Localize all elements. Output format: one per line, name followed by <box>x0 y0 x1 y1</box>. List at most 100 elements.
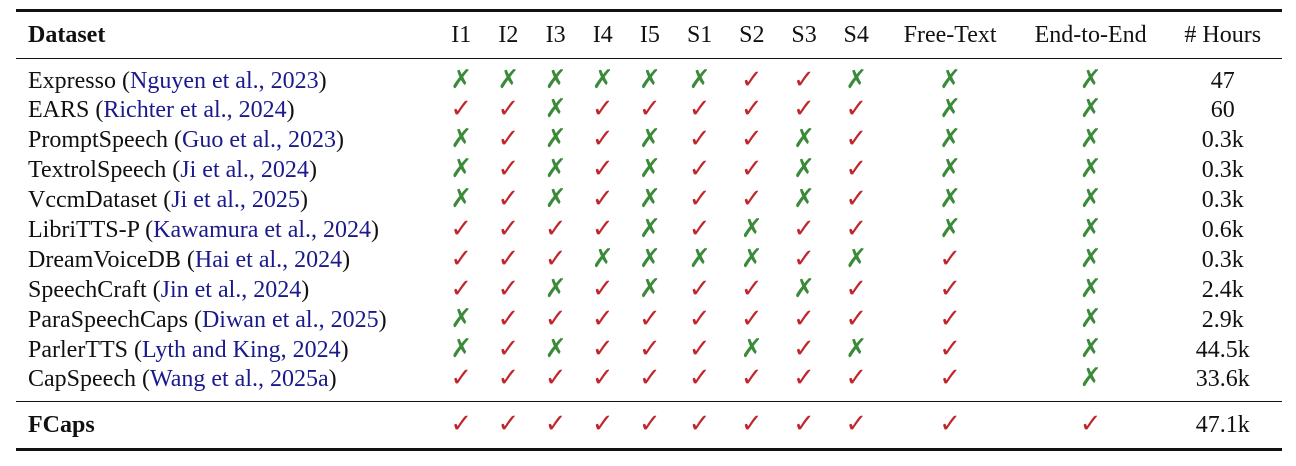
flag-cell: ✓ <box>882 335 1018 365</box>
check-mark-icon: ✓ <box>591 334 614 363</box>
flag-cell: ✓ <box>438 402 485 450</box>
check-mark-icon: ✓ <box>845 409 868 438</box>
flag-cell: ✓ <box>726 155 778 185</box>
check-mark-icon: ✓ <box>793 244 815 273</box>
check-mark-icon: ✓ <box>497 214 520 243</box>
citation-link[interactable]: Lyth and King, 2024 <box>141 336 341 363</box>
flag-cell: ✓ <box>726 125 778 155</box>
dataset-name: VccmDataset <box>28 186 158 213</box>
check-mark-icon: ✓ <box>793 409 815 438</box>
cross-mark-icon: ✗ <box>1079 65 1102 94</box>
check-mark-icon: ✓ <box>591 214 614 243</box>
citation-open: ( <box>139 216 154 243</box>
citation-link[interactable]: Richter et al., 2024 <box>103 96 287 123</box>
cross-mark-icon: ✗ <box>639 214 661 243</box>
citation-link[interactable]: Jin et al., 2024 <box>160 276 302 303</box>
check-mark-icon: ✓ <box>939 304 961 333</box>
check-mark-icon: ✓ <box>939 274 961 303</box>
cross-mark-icon: ✗ <box>450 65 473 94</box>
citation-close: ) <box>378 306 387 333</box>
citation-link[interactable]: Nguyen et al., 2023 <box>129 67 319 94</box>
flag-cell: ✓ <box>438 95 485 125</box>
flag-cell: ✓ <box>579 275 626 305</box>
check-mark-icon: ✓ <box>1079 409 1102 438</box>
flag-cell: ✓ <box>532 245 579 275</box>
citation-open: ( <box>180 246 195 273</box>
flag-cell: ✓ <box>882 365 1018 402</box>
flag-cell: ✓ <box>626 95 673 125</box>
flag-cell: ✓ <box>438 365 485 402</box>
dataset-name: SpeechCraft <box>28 276 147 303</box>
cross-mark-icon: ✗ <box>939 154 961 183</box>
flag-cell: ✓ <box>438 215 485 245</box>
check-mark-icon: ✓ <box>450 274 473 303</box>
check-mark-icon: ✓ <box>688 363 711 392</box>
hours-cell: 47 <box>1210 67 1235 94</box>
flag-cell: ✓ <box>438 275 485 305</box>
citation-close: ) <box>342 246 351 273</box>
cross-mark-icon: ✗ <box>450 184 473 213</box>
flag-cell: ✗ <box>778 155 830 185</box>
citation-close: ) <box>340 336 349 363</box>
flag-cell: ✗ <box>778 185 830 215</box>
flag-cell: ✓ <box>485 245 532 275</box>
dataset-name: PromptSpeech <box>28 126 168 153</box>
check-mark-icon: ✓ <box>939 244 961 273</box>
flag-cell: ✓ <box>485 95 532 125</box>
citation-open: ( <box>127 336 142 363</box>
flag-cell: ✗ <box>830 245 882 275</box>
table-row: EARS (Richter et al., 2024)✓✓✗✓✓✓✓✓✓✗✗60 <box>16 95 1282 125</box>
citation-link[interactable]: Wang et al., 2025a <box>149 365 329 392</box>
cross-mark-icon: ✗ <box>845 65 868 94</box>
header-s2: S2 <box>739 21 765 48</box>
cross-mark-icon: ✗ <box>939 214 961 243</box>
cross-mark-icon: ✗ <box>1079 304 1102 333</box>
flag-cell: ✓ <box>726 59 778 96</box>
citation-link[interactable]: Kawamura et al., 2024 <box>153 216 372 243</box>
table-body: Expresso (Nguyen et al., 2023)✗✗✗✗✗✗✓✓✗✗… <box>16 58 1282 402</box>
flag-cell: ✗ <box>778 125 830 155</box>
header-end-to-end: End-to-End <box>1034 21 1147 48</box>
cross-mark-icon: ✗ <box>544 274 567 303</box>
check-mark-icon: ✓ <box>740 124 763 153</box>
cross-mark-icon: ✗ <box>740 334 763 363</box>
cross-mark-icon: ✗ <box>939 124 961 153</box>
citation-open: ( <box>115 67 130 94</box>
check-mark-icon: ✓ <box>688 334 711 363</box>
table-row: PromptSpeech (Guo et al., 2023)✗✓✗✓✗✓✓✗✓… <box>16 125 1282 155</box>
flag-cell: ✓ <box>579 155 626 185</box>
flag-cell: ✓ <box>830 95 882 125</box>
flag-cell: ✓ <box>626 335 673 365</box>
cross-mark-icon: ✗ <box>544 65 567 94</box>
flag-cell: ✓ <box>778 59 830 96</box>
dataset-name-cell: CapSpeech (Wang et al., 2025a) <box>16 365 438 402</box>
citation-open: ( <box>157 186 172 213</box>
dataset-name-cell: VccmDataset (Ji et al., 2025) <box>16 185 438 215</box>
dataset-name: LibriTTS-P <box>28 216 140 243</box>
citation-close: ) <box>328 365 337 392</box>
cross-mark-icon: ✗ <box>1079 244 1102 273</box>
check-mark-icon: ✓ <box>793 65 815 94</box>
citation-link[interactable]: Guo et al., 2023 <box>181 126 336 153</box>
check-mark-icon: ✓ <box>845 94 868 123</box>
cross-mark-icon: ✗ <box>450 124 473 153</box>
citation-link[interactable]: Hai et al., 2024 <box>194 246 343 273</box>
check-mark-icon: ✓ <box>688 274 711 303</box>
flag-cell: ✓ <box>438 245 485 275</box>
flag-cell: ✗ <box>1018 185 1164 215</box>
check-mark-icon: ✓ <box>939 409 961 438</box>
flag-cell: ✗ <box>674 59 726 96</box>
cross-mark-icon: ✗ <box>591 65 614 94</box>
flag-cell: ✓ <box>882 305 1018 335</box>
citation-close: ) <box>308 156 317 183</box>
check-mark-icon: ✓ <box>740 65 763 94</box>
citation-link[interactable]: Diwan et al., 2025 <box>201 306 379 333</box>
flag-cell: ✓ <box>626 365 673 402</box>
header-i3: I3 <box>545 21 566 48</box>
cross-mark-icon: ✗ <box>740 244 763 273</box>
flag-cell: ✓ <box>726 275 778 305</box>
citation-link[interactable]: Ji et al., 2024 <box>180 156 309 183</box>
flag-cell: ✓ <box>485 275 532 305</box>
flag-cell: ✓ <box>830 125 882 155</box>
citation-link[interactable]: Ji et al., 2025 <box>171 186 300 213</box>
